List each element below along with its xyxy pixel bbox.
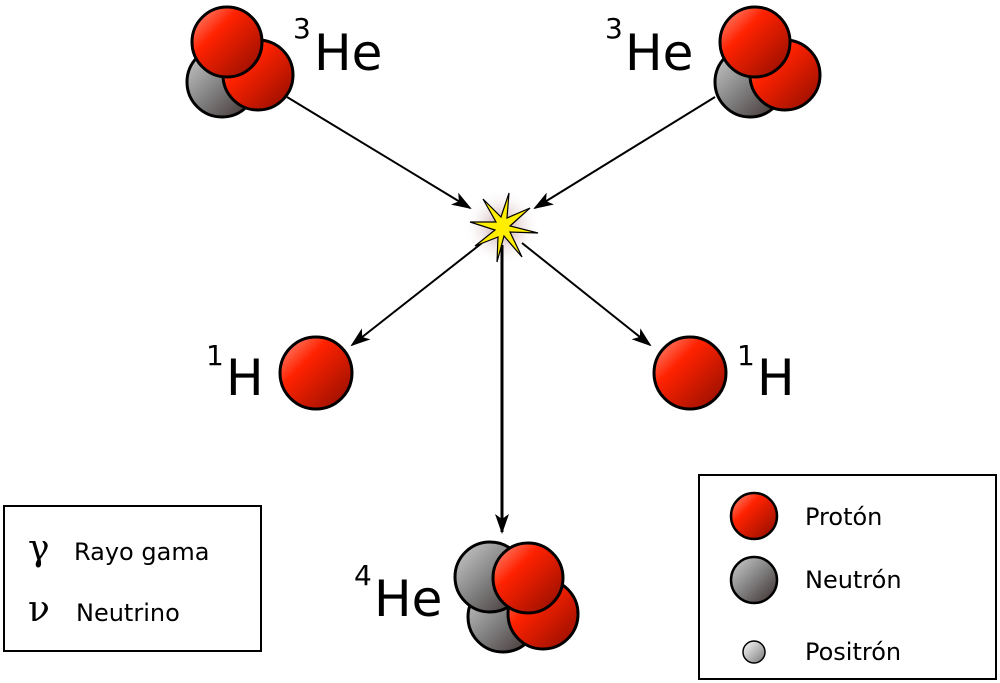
proton bbox=[718, 5, 792, 79]
legend-right: Protón Neutrón Positrón bbox=[698, 474, 997, 680]
label-he3-right: 3 He bbox=[605, 12, 693, 82]
proton bbox=[190, 5, 264, 79]
positron-icon bbox=[742, 640, 766, 664]
element-symbol: He bbox=[314, 24, 382, 82]
element-symbol: He bbox=[374, 570, 442, 628]
proton-icon bbox=[729, 491, 779, 541]
flash-star-icon bbox=[469, 192, 539, 263]
element-symbol: H bbox=[757, 349, 795, 407]
mass-number: 3 bbox=[293, 12, 311, 45]
legend-left: γ Rayo gama ν Neutrino bbox=[3, 505, 262, 652]
neutron-icon bbox=[729, 555, 779, 605]
mass-number: 1 bbox=[737, 339, 755, 372]
legend-positron-label: Positrón bbox=[805, 638, 901, 666]
arrow-h1-right-out bbox=[521, 242, 652, 347]
mass-number: 3 bbox=[605, 12, 623, 45]
legend-proton-label: Protón bbox=[805, 503, 882, 531]
h1-right-proton bbox=[652, 335, 728, 411]
arrow-he3-left-in bbox=[286, 96, 472, 210]
label-h1-right: 1 H bbox=[737, 339, 795, 407]
he3-left-nucleus bbox=[185, 5, 295, 119]
element-symbol: H bbox=[226, 349, 264, 407]
proton bbox=[491, 541, 565, 615]
arrow-h1-left-out bbox=[350, 242, 483, 347]
legend-neutron-label: Neutrón bbox=[805, 566, 902, 594]
he3-right-nucleus bbox=[713, 5, 822, 119]
neutrino-symbol: ν bbox=[28, 589, 50, 630]
mass-number: 4 bbox=[354, 559, 372, 592]
h1-left-proton bbox=[278, 335, 354, 411]
label-h1-left: 1 H bbox=[206, 339, 264, 407]
mass-number: 1 bbox=[206, 339, 224, 372]
legend-neutrino-label: Neutrino bbox=[76, 599, 180, 627]
he4-nucleus bbox=[453, 540, 580, 654]
label-he3-left: 3 He bbox=[293, 12, 382, 82]
legend-gamma-label: Rayo gama bbox=[74, 538, 209, 566]
label-he4: 4 He bbox=[354, 559, 442, 628]
element-symbol: He bbox=[625, 24, 693, 82]
gamma-symbol: γ bbox=[28, 528, 50, 569]
arrow-he3-right-in bbox=[533, 96, 716, 210]
